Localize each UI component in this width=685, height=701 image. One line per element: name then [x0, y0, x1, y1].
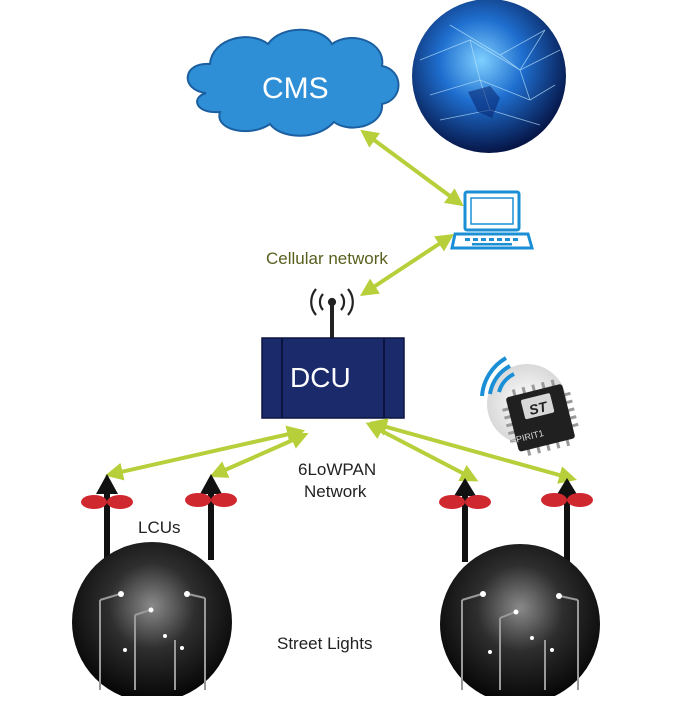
street-lights-photo-left	[72, 542, 232, 701]
street-lights-label: Street Lights	[277, 634, 373, 653]
dcu-label: DCU	[290, 362, 351, 393]
arrow-cms-laptop	[360, 129, 464, 207]
st-logo: ST	[527, 398, 550, 418]
globe-image	[412, 0, 566, 153]
lcu-4	[541, 478, 593, 562]
cms-label: CMS	[262, 72, 329, 105]
lcu-2	[185, 474, 237, 560]
street-lights-photo-right	[440, 544, 600, 701]
cellular-network-label: Cellular network	[266, 249, 388, 268]
antenna-icon	[310, 288, 354, 340]
arrow-dcu-lcu1	[104, 425, 306, 481]
lcus-label: LCUs	[138, 518, 181, 537]
arrows	[104, 129, 577, 484]
network-label: Network	[304, 482, 367, 501]
lcu-3	[439, 478, 491, 562]
dcu-box	[261, 337, 405, 419]
arrow-laptop-dcu	[359, 234, 455, 296]
lcu-1	[81, 474, 133, 560]
arrow-dcu-lcu2	[209, 432, 309, 478]
arrow-dcu-lcu4	[369, 418, 577, 484]
6lowpan-label: 6LoWPAN	[298, 460, 377, 479]
laptop-icon	[450, 190, 534, 250]
cms-cloud	[186, 28, 400, 137]
arrow-dcu-lcu3	[365, 422, 479, 482]
